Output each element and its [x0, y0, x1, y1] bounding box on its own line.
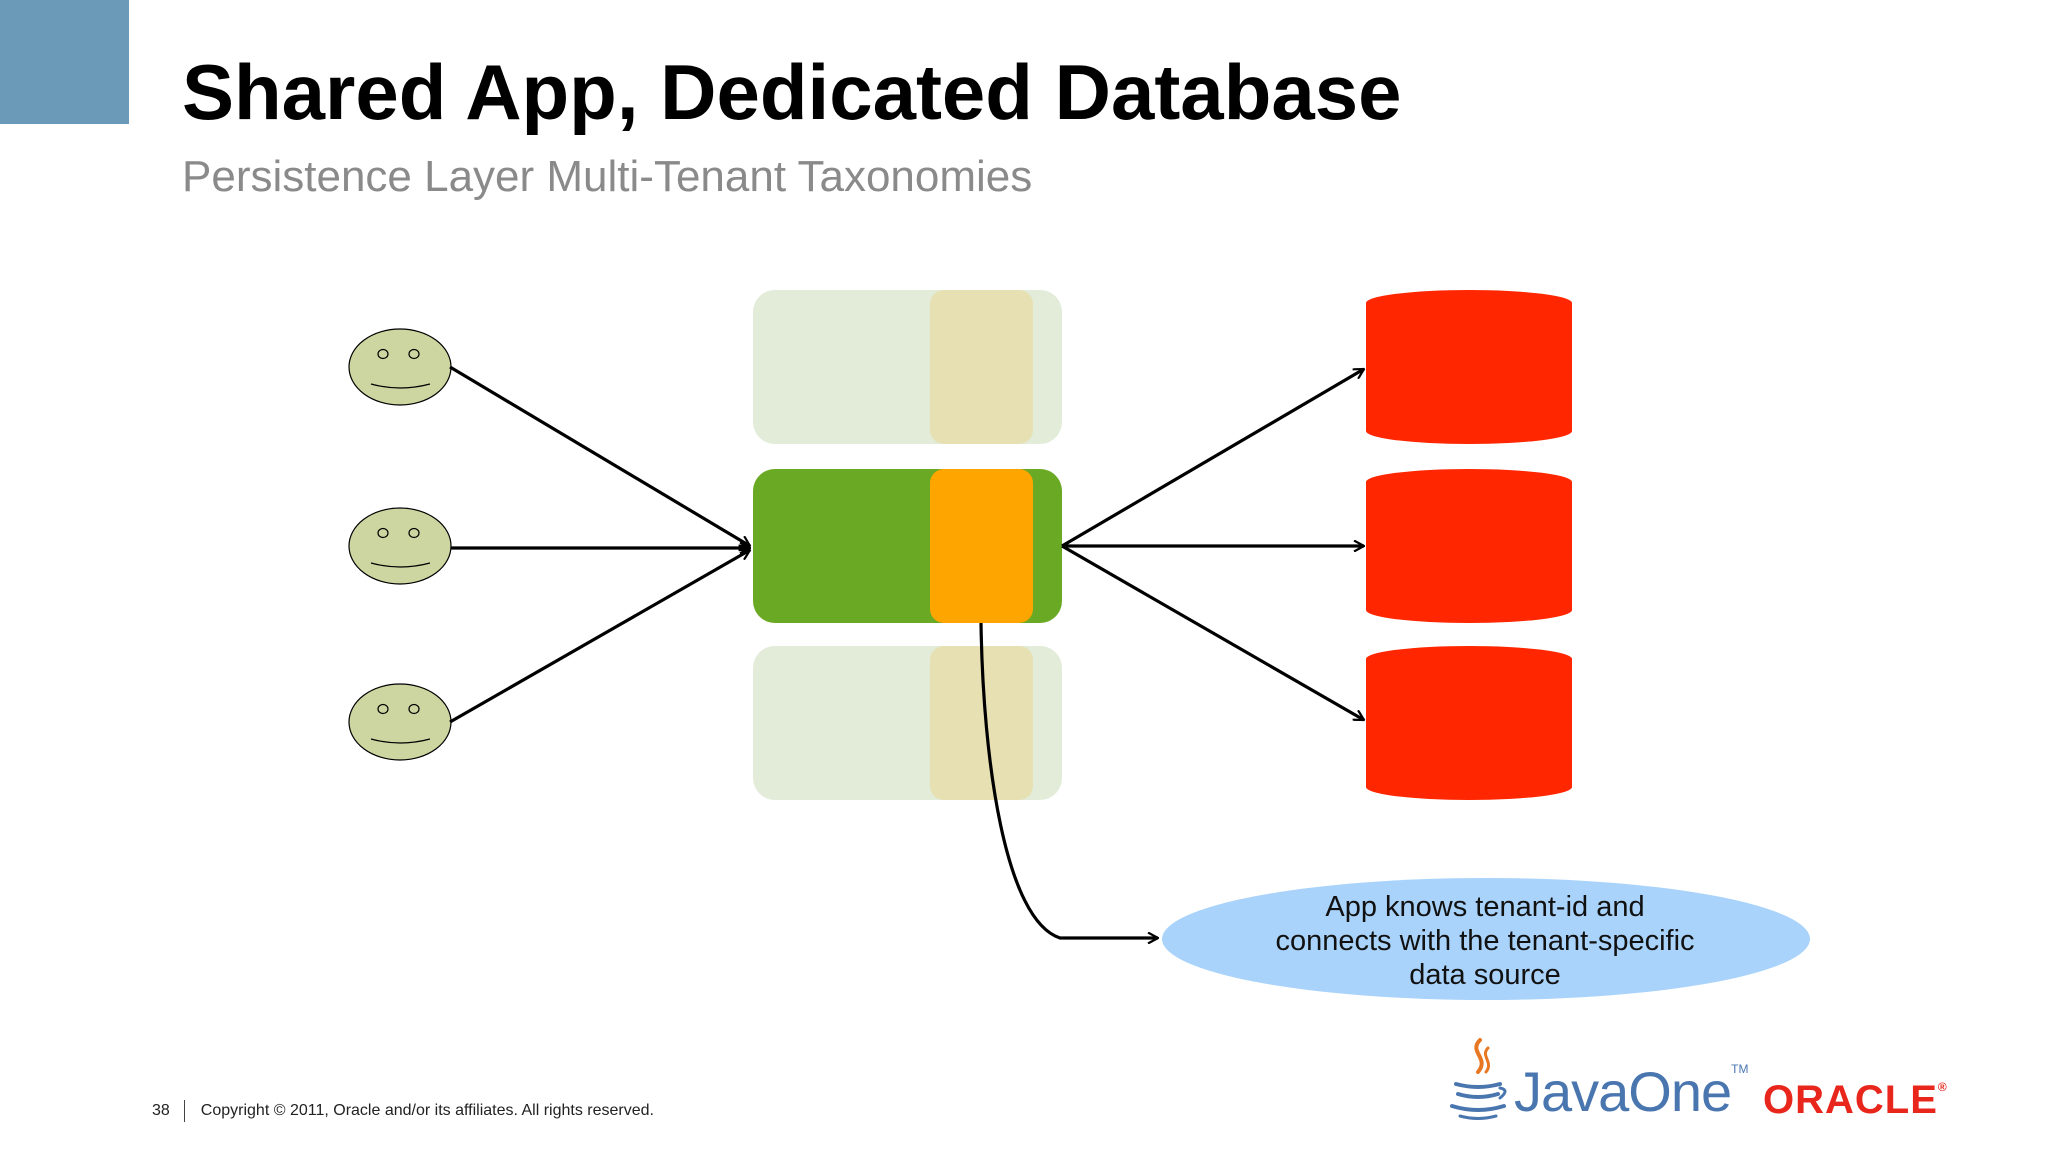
- app-to-database-arrow: [1061, 544, 1364, 722]
- database-icon: [1366, 290, 1572, 444]
- app-to-database-arrow: [1061, 367, 1364, 548]
- oracle-wordmark: ORACLE: [1763, 1078, 1938, 1122]
- java-cup-icon: [1450, 1038, 1507, 1120]
- connectors: [449, 365, 1364, 938]
- database-icon: [1366, 646, 1572, 800]
- oracle-logo: ORACLE®: [1763, 1080, 1948, 1120]
- tenant-face-icon: [348, 683, 452, 761]
- app-instance-faded: [753, 646, 1062, 800]
- registered-mark: ®: [1937, 1080, 1948, 1094]
- callout-text: App knows tenant-id and connects with th…: [1160, 890, 1810, 992]
- database-icon: [1366, 469, 1572, 623]
- callout-line: connects with the tenant-specific: [1275, 925, 1695, 957]
- javaone-wordmark: JavaOne: [1514, 1060, 1732, 1123]
- tenant-to-app-arrow: [449, 548, 750, 724]
- slide-footer: 38 Copyright © 2011, Oracle and/or its a…: [152, 1100, 654, 1122]
- app-instance-active: [753, 469, 1062, 623]
- tenant-to-app-arrow: [449, 365, 750, 548]
- tenant-face-icon: [348, 328, 452, 406]
- corner-accent: [0, 0, 129, 124]
- callout-arrow: [979, 622, 1158, 938]
- app-instance-faded: [753, 290, 1062, 444]
- slide-subtitle: Persistence Layer Multi-Tenant Taxonomie…: [182, 152, 1033, 201]
- callout-line: data source: [1409, 959, 1561, 991]
- tenant-face-icon: [348, 507, 452, 585]
- footer-divider: [183, 1100, 185, 1122]
- callout-bubble: [1162, 878, 1810, 1000]
- javaone-logo: JavaOne TM: [1446, 1036, 1748, 1124]
- slide-title: Shared App, Dedicated Database: [182, 48, 1402, 136]
- callout-line: App knows tenant-id and: [1325, 891, 1645, 923]
- page-number: 38: [152, 1102, 170, 1119]
- copyright-text: Copyright © 2011, Oracle and/or its affi…: [200, 1102, 654, 1119]
- trademark-mark: TM: [1731, 1062, 1749, 1076]
